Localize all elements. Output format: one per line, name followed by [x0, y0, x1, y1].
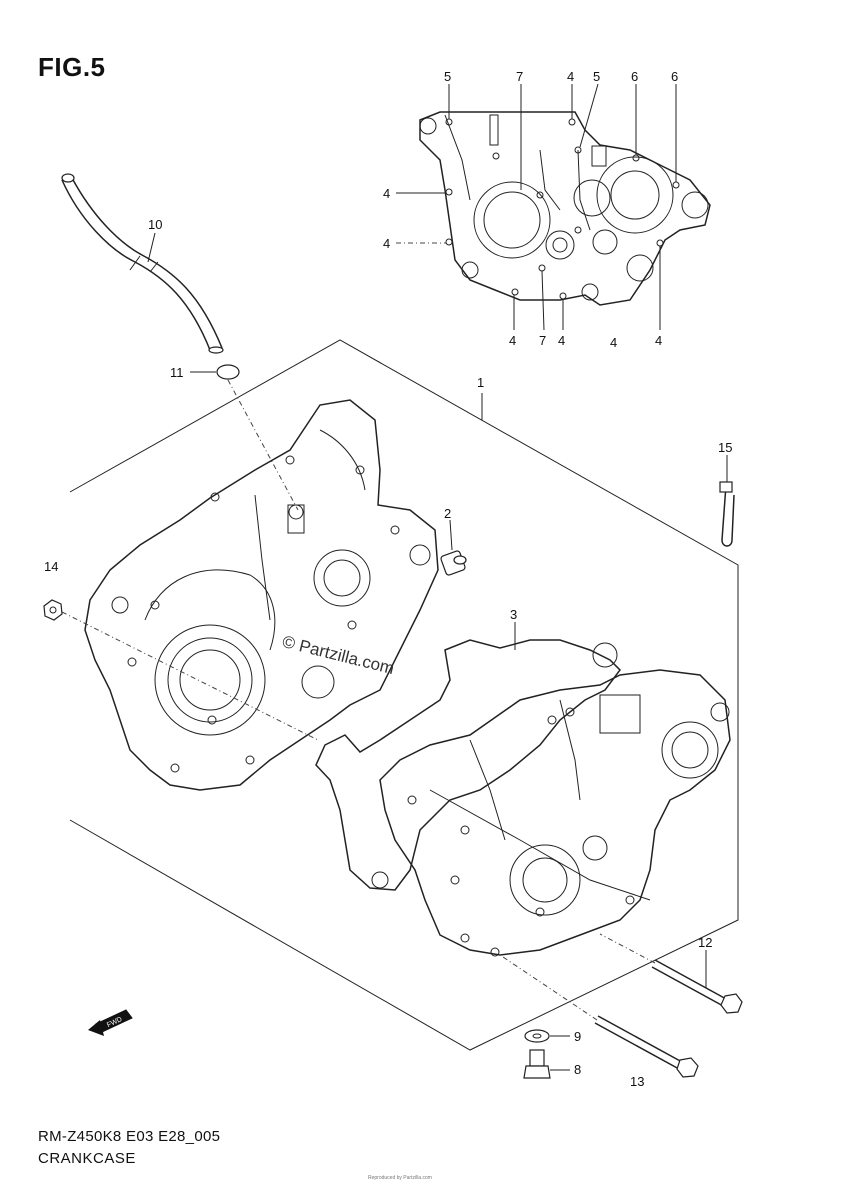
callout-11: 11: [170, 365, 184, 380]
hose-part: [61, 173, 224, 354]
clip-part: [719, 455, 735, 547]
callout-7b: 7: [539, 333, 546, 348]
right-crankcase: [379, 669, 731, 957]
callout-7a: 7: [516, 69, 523, 84]
callout-labels: 5 7 4 5 6 6 4 4 4 7 4 4 4 10 11 1 15 2 1…: [44, 69, 732, 1089]
left-case-bolt-holes: [127, 455, 400, 773]
bolt-layout-inset: [396, 83, 711, 331]
inset-bolt-holes: [445, 118, 680, 300]
long-bolt-12: [599, 933, 743, 1014]
callout-4a: 4: [567, 69, 574, 84]
callout-4d: 4: [509, 333, 516, 348]
section-name: CRANKCASE: [38, 1150, 136, 1167]
callout-4c: 4: [383, 236, 390, 251]
callout-12: 12: [698, 935, 712, 950]
assembly-frame: [69, 339, 739, 1051]
callout-1: 1: [477, 375, 484, 390]
left-crankcase: [84, 399, 439, 791]
callout-5a: 5: [444, 69, 451, 84]
figure-title: FIG.5: [38, 52, 106, 82]
clamp-part: [190, 364, 299, 511]
callout-8: 8: [574, 1062, 581, 1077]
callout-13: 13: [630, 1074, 644, 1089]
gasket-part: [315, 622, 621, 891]
callout-2: 2: [444, 506, 451, 521]
callout-9: 9: [574, 1029, 581, 1044]
callout-4g: 4: [655, 333, 662, 348]
long-bolt-13: [499, 954, 699, 1078]
callout-6a: 6: [631, 69, 638, 84]
callout-10: 10: [148, 217, 162, 232]
dowel-pin-part: [440, 519, 467, 576]
fwd-arrow-icon: FWD: [88, 1009, 133, 1036]
callout-4b: 4: [383, 186, 390, 201]
nut-part: [43, 599, 319, 741]
inset-leaders: [396, 83, 677, 331]
model-code: RM-Z450K8 E03 E28_005: [38, 1128, 221, 1145]
callout-6b: 6: [671, 69, 678, 84]
bolt-washer-8-9: [523, 1029, 570, 1079]
callout-3: 3: [510, 607, 517, 622]
callout-4f: 4: [610, 335, 617, 350]
callout-4e: 4: [558, 333, 565, 348]
callout-14: 14: [44, 559, 58, 574]
right-case-bolt-holes: [407, 707, 635, 957]
callout-5b: 5: [593, 69, 600, 84]
copyright-line: Reproduced by Partzilla.com: [368, 1175, 432, 1181]
callout-15: 15: [718, 440, 732, 455]
